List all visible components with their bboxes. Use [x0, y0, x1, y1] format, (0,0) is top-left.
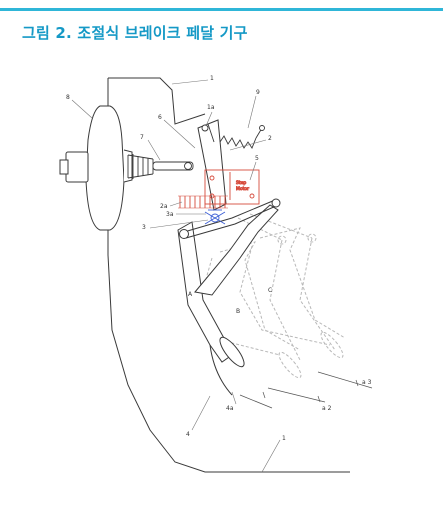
- label-8: 8: [66, 94, 70, 101]
- brake-booster: [59, 105, 133, 231]
- ghost-pedal-b: [219, 241, 301, 351]
- ghost-pad-b: [278, 351, 302, 379]
- label-C: C: [268, 287, 272, 294]
- pad-support: [209, 344, 233, 396]
- travel-axes: [239, 371, 373, 409]
- label-3: 3: [142, 224, 146, 231]
- label-2: 2: [268, 135, 272, 142]
- label-1-bottom: 1: [282, 435, 286, 442]
- label-a3: a 3: [362, 379, 372, 386]
- adjust-screw-body: [178, 195, 228, 209]
- ghost-pedal-c-arm: [239, 245, 331, 346]
- adjust-links: [179, 198, 281, 239]
- return-spring: [201, 123, 265, 149]
- label-5: 5: [255, 155, 259, 162]
- figure-title: 그림 2. 조절식 브레이크 페달 기구: [22, 24, 248, 42]
- label-4: 4: [186, 431, 190, 438]
- ghost-pivot-b: [277, 235, 287, 245]
- label-B: B: [236, 308, 240, 315]
- pedal-diagram: Step Motor: [59, 75, 373, 473]
- dash-panel-bracket: [108, 77, 206, 125]
- motor-label-line2: Motor: [236, 186, 249, 192]
- leader-lines: [71, 79, 281, 473]
- motor-label-line1: Step: [236, 180, 246, 186]
- label-7: 7: [140, 134, 144, 141]
- top-rule: [0, 8, 443, 11]
- pedal-arm-a: [177, 119, 279, 363]
- label-1-top: 1: [210, 75, 214, 82]
- part-labels: 1 1a 9 8 6 2 7 5 2a 3a 3 A B C 4a 4 1 a …: [66, 75, 372, 442]
- ghost-arm-b2: [269, 239, 301, 361]
- label-2a: 2a: [160, 203, 168, 210]
- label-1a: 1a: [207, 104, 215, 111]
- pivot-bolt: [204, 209, 226, 225]
- label-4a: 4a: [226, 405, 234, 412]
- ghost-arm-c2: [299, 237, 336, 351]
- ghost-pivot-c: [307, 233, 317, 243]
- label-9: 9: [256, 89, 260, 96]
- adjust-screw: [179, 196, 226, 208]
- push-rod-bellows: [127, 154, 194, 179]
- label-A: A: [188, 291, 193, 298]
- label-a2: a 2: [322, 405, 332, 412]
- ghost-pedal-c: [259, 227, 346, 339]
- step-motor: Step Motor: [204, 169, 260, 205]
- ghost-link-b: [237, 217, 283, 241]
- label-3a: 3a: [166, 211, 174, 218]
- ghost-pad-c: [320, 331, 344, 359]
- label-6: 6: [158, 114, 162, 121]
- floor-outline: [107, 78, 350, 473]
- pedal-pad: [219, 336, 245, 368]
